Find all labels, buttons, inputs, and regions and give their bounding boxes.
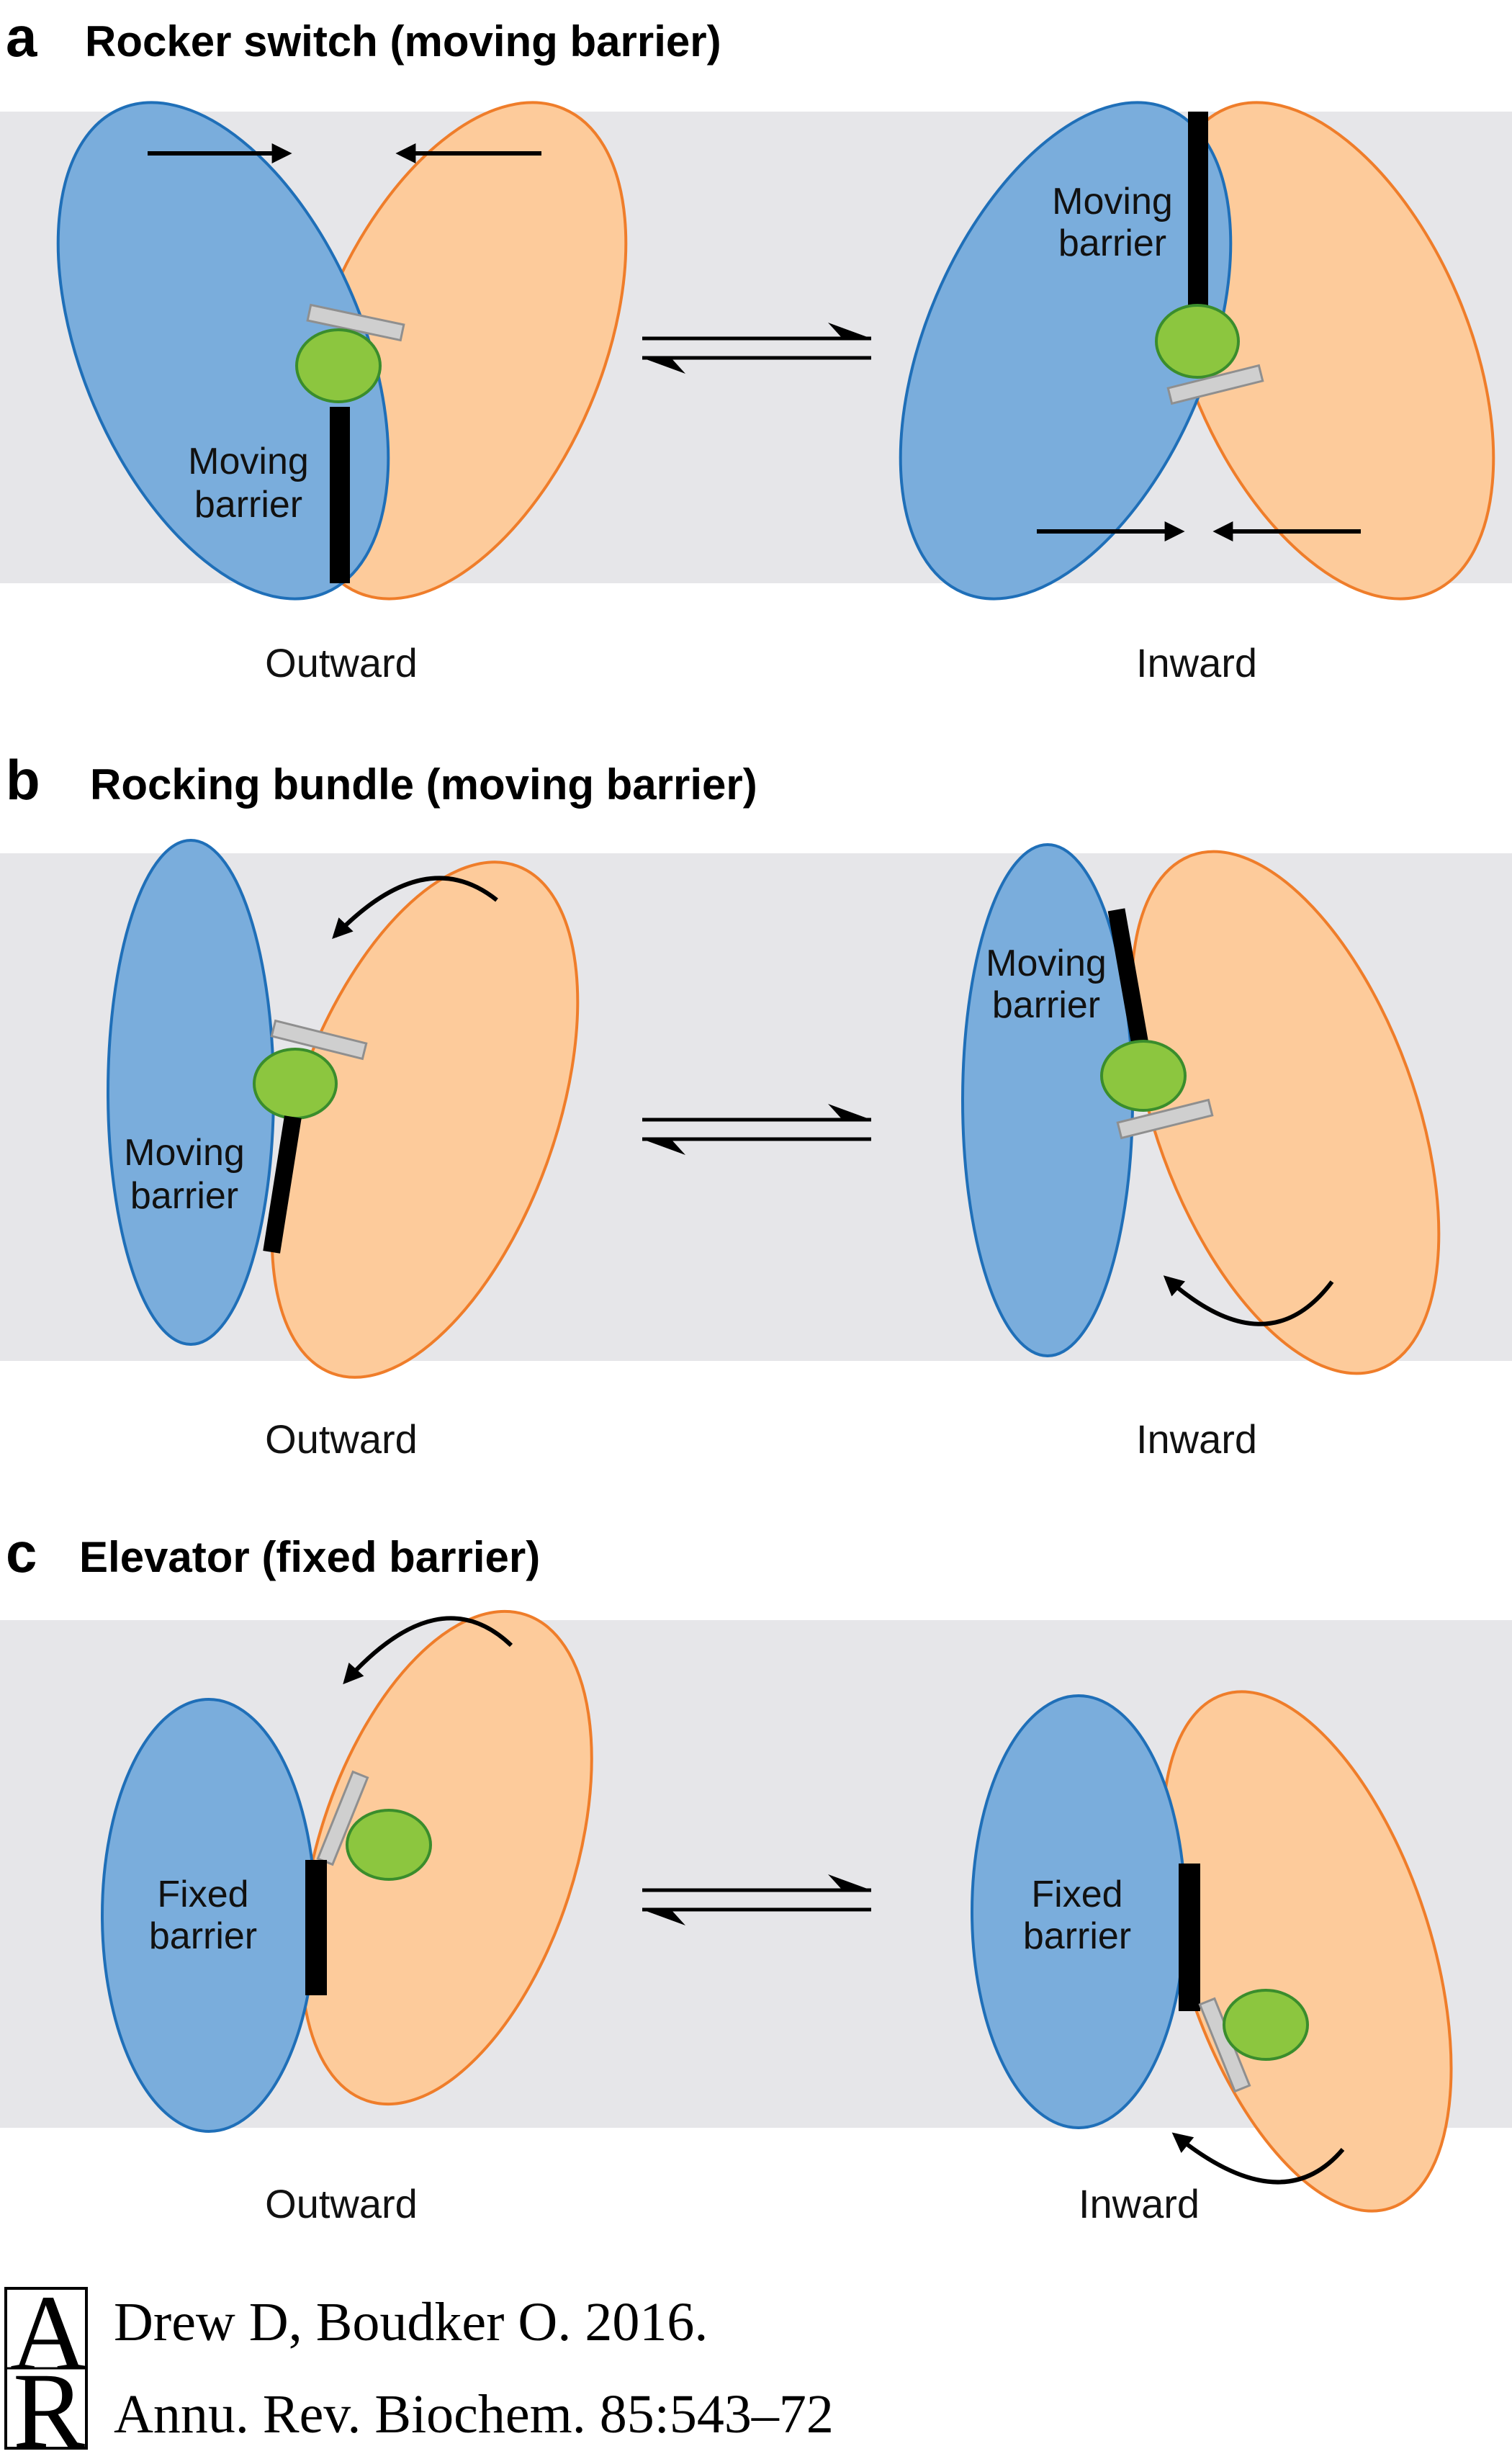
orange-domain [1130, 850, 1441, 1375]
inward-state: Fixed barrier [971, 1690, 1453, 2213]
barrier-label-line1: Moving [986, 943, 1107, 984]
inward-label: Inward [1136, 640, 1257, 685]
substrate [295, 328, 382, 403]
barrier-label-line2: barrier [1023, 1915, 1131, 1957]
barrier-label-line2: barrier [194, 484, 302, 526]
logo-letter-a: A [10, 2273, 88, 2393]
substrate [1155, 304, 1240, 379]
outward-state: Moving barrier [56, 101, 628, 601]
moving-barrier [263, 1115, 302, 1254]
inward-state: Moving barrier [961, 843, 1441, 1375]
gate [270, 1019, 368, 1061]
equilibrium-arrows [642, 1874, 871, 1925]
annual-reviews-logo: A R [4, 2273, 88, 2459]
outward-label: Outward [265, 2181, 418, 2226]
substrate [346, 1809, 432, 1881]
citation-line2: Annu. Rev. Biochem. 85:543–72 [114, 2384, 834, 2445]
barrier-label-line1: Moving [1052, 181, 1173, 222]
panel-letter: b [6, 748, 40, 812]
barrier-label-line2: barrier [149, 1915, 257, 1957]
logo-letter-r: R [13, 2351, 85, 2455]
fixed-barrier [1179, 1864, 1200, 2011]
inward-label: Inward [1079, 2181, 1200, 2226]
moving-barrier [1188, 112, 1208, 306]
panel-c: c Elevator (fixed barrier) Fixed barrier… [0, 1521, 1512, 2226]
barrier-label-line2: barrier [1058, 222, 1166, 264]
inward-state: Moving barrier [899, 101, 1495, 601]
orange-domain [300, 1609, 593, 2106]
citation-line1: Drew D, Boudker O. 2016. [114, 2292, 708, 2352]
substrate [1223, 1989, 1309, 2061]
panel-letter: a [6, 5, 37, 68]
moving-barrier [330, 407, 350, 583]
equilibrium-arrows [642, 1104, 871, 1155]
rotation-arrow [332, 876, 498, 940]
blue-domain [107, 839, 275, 1346]
panel-title: Rocker switch (moving barrier) [85, 17, 721, 66]
blue-domain [899, 101, 1233, 601]
fixed-barrier [305, 1860, 327, 1995]
equilibrium-arrows [642, 323, 871, 374]
panel-b: b Rocking bundle (moving barrier) Moving… [0, 748, 1512, 1462]
rotation-arrow [1171, 2132, 1345, 2185]
outward-state: Moving barrier [107, 839, 580, 1379]
orange-domain [1161, 101, 1495, 601]
citation: A R Drew D, Boudker O. 2016. Annu. Rev. … [4, 2273, 834, 2459]
gate [1116, 1098, 1214, 1140]
barrier-label-line2: barrier [992, 984, 1100, 1026]
rotation-arrow [1163, 1275, 1334, 1326]
outward-label: Outward [265, 1416, 418, 1462]
barrier-label-line2: barrier [130, 1175, 238, 1217]
panel-title: Rocking bundle (moving barrier) [90, 760, 757, 809]
rotation-arrow [343, 1616, 513, 1685]
panel-title: Elevator (fixed barrier) [79, 1533, 540, 1581]
substrate [253, 1048, 338, 1120]
outward-label: Outward [265, 640, 418, 685]
barrier-label-line1: Fixed [157, 1874, 248, 1915]
substrate [1100, 1040, 1187, 1112]
gate [1166, 364, 1264, 405]
outward-state: Fixed barrier [101, 1609, 593, 2133]
gate [306, 303, 405, 342]
moving-barrier [1107, 908, 1149, 1046]
barrier-label-line1: Moving [124, 1132, 245, 1174]
barrier-label-line1: Moving [188, 441, 309, 482]
barrier-label-line1: Fixed [1031, 1874, 1122, 1915]
blue-domain [56, 101, 390, 601]
inward-label: Inward [1136, 1416, 1257, 1462]
panel-a: a Rocker switch (moving barrier) Moving … [0, 5, 1512, 685]
blue-domain [961, 843, 1134, 1357]
panel-letter: c [6, 1521, 37, 1584]
